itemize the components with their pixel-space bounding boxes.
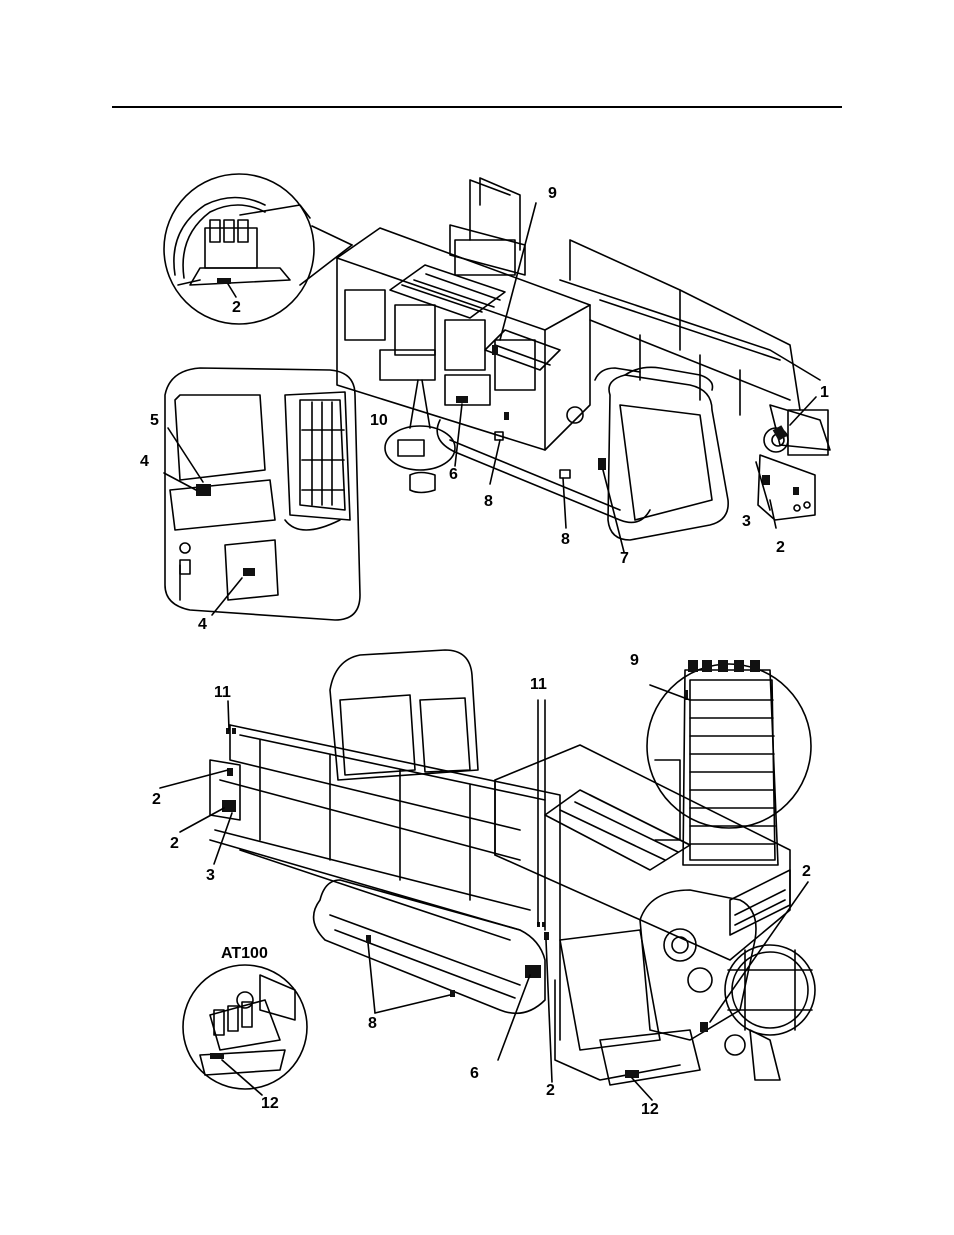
- callout-bot-2d: 2: [546, 1082, 555, 1099]
- callout-top-5: 5: [150, 412, 159, 429]
- callout-top-9: 9: [548, 185, 557, 202]
- inset-circle-radiator-detail: [646, 660, 812, 866]
- callout-bot-8: 8: [368, 1015, 377, 1032]
- drill-rig-top-view: [336, 177, 831, 553]
- drill-rig-side-view: [159, 649, 816, 1101]
- callout-top-4b: 4: [198, 616, 207, 633]
- callout-bot-11b: 11: [530, 676, 547, 693]
- inset-circle-track-tag: [384, 379, 456, 494]
- inset-circle-control-detail: [163, 173, 353, 325]
- callout-top-3: 3: [742, 513, 751, 530]
- callout-top-8b: 8: [561, 531, 570, 548]
- callout-bot-11a: 11: [214, 684, 231, 701]
- model-label-at100: AT100: [221, 945, 268, 962]
- callout-bot-3: 3: [206, 867, 215, 884]
- header-rule: [112, 106, 842, 108]
- callout-top-10: 10: [370, 412, 388, 429]
- callout-top-1: 1: [820, 384, 829, 401]
- callout-bot-12a: 12: [261, 1095, 279, 1112]
- callout-top-4a: 4: [140, 453, 149, 470]
- callout-top-inset-2: 2: [232, 299, 241, 316]
- callout-bot-12b: 12: [641, 1101, 659, 1118]
- callout-top-2: 2: [776, 539, 785, 556]
- inset-circle-at100-detail: [182, 964, 308, 1096]
- callout-bot-2c: 2: [802, 863, 811, 880]
- callout-top-7: 7: [620, 550, 629, 567]
- callout-bot-2a: 2: [152, 791, 161, 808]
- callout-bot-2b: 2: [170, 835, 179, 852]
- callout-bot-9: 9: [630, 652, 639, 669]
- callout-top-6: 6: [449, 466, 458, 483]
- callout-top-8a: 8: [484, 493, 493, 510]
- callout-bot-6: 6: [470, 1065, 479, 1082]
- operator-cab-view: [163, 367, 361, 621]
